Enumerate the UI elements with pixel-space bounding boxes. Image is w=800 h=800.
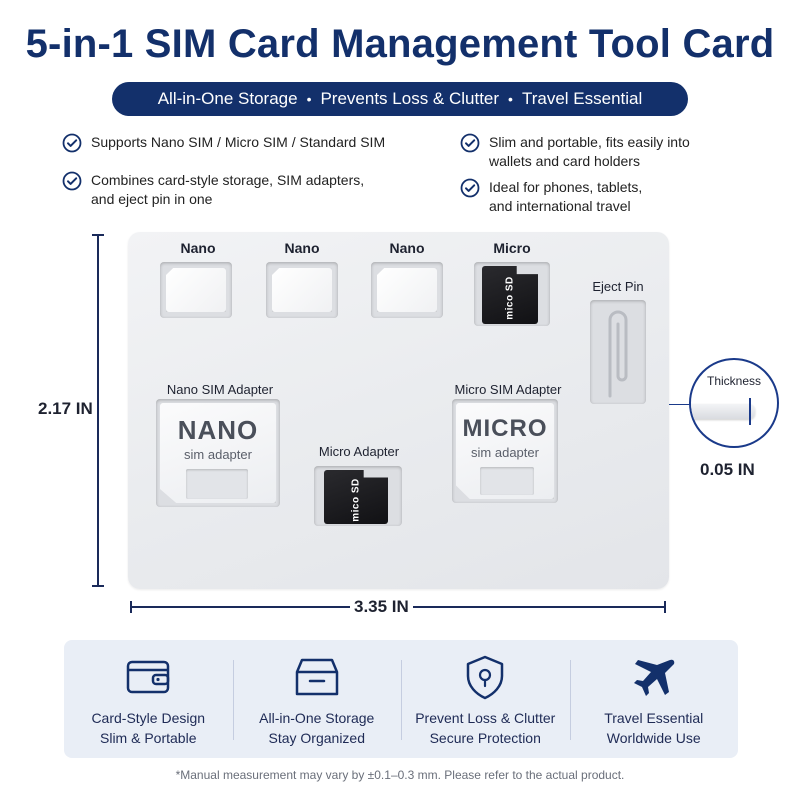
banner-separator: •	[306, 91, 312, 107]
nano-sim-card	[377, 268, 437, 312]
micro-adapter-slot: MICRO sim adapter	[452, 399, 558, 503]
benefit-item: Prevent Loss & Clutter Secure Protection	[401, 640, 570, 758]
eject-pin-slot	[590, 300, 646, 404]
thickness-leader-line	[669, 404, 691, 405]
benefit-title: Travel Essential	[604, 710, 704, 726]
benefit-title: All-in-One Storage	[259, 710, 375, 726]
adapter-title-nano: NANO	[177, 415, 259, 445]
micro-sd-text: mico SD	[504, 276, 516, 321]
benefit-title: Prevent Loss & Clutter	[415, 710, 556, 726]
feature-item: Ideal for phones, tablets, and internati…	[460, 178, 642, 216]
feature-text: Ideal for phones, tablets, and internati…	[489, 179, 643, 214]
page-title: 5-in-1 SIM Card Management Tool Card	[25, 22, 775, 66]
slot-label-nano: Nano	[389, 240, 425, 256]
width-dimension-label: 3.35 IN	[350, 597, 413, 617]
measurement-note: *Manual measurement may vary by ±0.1–0.3…	[175, 768, 625, 782]
thickness-callout: Thickness	[689, 358, 779, 448]
slot-label-micro-adapter: Micro Adapter	[318, 444, 400, 459]
height-dimension-line	[92, 234, 104, 587]
check-circle-icon	[460, 133, 480, 153]
adapter-window	[186, 469, 248, 499]
banner-item: Travel Essential	[521, 89, 643, 108]
benefit-subtitle: Slim & Portable	[100, 730, 197, 746]
height-dimension-label: 2.17 IN	[34, 399, 97, 419]
micro-sd-card: mico SD	[324, 470, 388, 524]
feature-banner: All-in-One Storage • Prevents Loss & Clu…	[112, 82, 688, 116]
slot-label-micro: Micro	[493, 240, 531, 256]
benefit-subtitle: Secure Protection	[429, 730, 541, 746]
card-edge-detail	[691, 404, 755, 419]
feature-item: Slim and portable, fits easily into wall…	[460, 133, 690, 171]
micro-sd-card: mico SD	[482, 266, 538, 324]
benefit-title: Card-Style Design	[91, 710, 206, 726]
feature-item: Supports Nano SIM / Micro SIM / Standard…	[62, 133, 385, 153]
check-circle-icon	[62, 133, 82, 153]
feature-text: Combines card-style storage, SIM adapter…	[91, 172, 365, 207]
micro-adapter-slot: mico SD	[314, 466, 402, 526]
check-circle-icon	[62, 171, 82, 191]
nano-sim-adapter: NANO sim adapter	[160, 403, 276, 503]
benefit-item: All-in-One Storage Stay Organized	[232, 640, 402, 758]
feature-text: Slim and portable, fits easily into wall…	[489, 134, 690, 169]
banner-separator: •	[508, 91, 513, 107]
adapter-subtitle: sim adapter	[471, 445, 539, 460]
nano-sim-slot	[160, 262, 232, 318]
micro-sd-slot: mico SD	[474, 262, 550, 326]
adapter-window	[480, 467, 534, 495]
micro-sim-adapter: MICRO sim adapter	[456, 403, 554, 499]
slot-label-nano: Nano	[284, 240, 320, 256]
slot-label-nano: Nano	[180, 240, 216, 256]
micro-sd-text: mico SD	[350, 478, 362, 522]
storage-box-icon	[295, 658, 338, 696]
benefit-item: Travel Essential Worldwide Use	[569, 640, 739, 758]
feature-text: Supports Nano SIM / Micro SIM / Standard…	[91, 134, 386, 150]
shield-icon	[467, 655, 504, 700]
sim-tool-card: Nano Nano Nano Micro mico SD Eject Pin N…	[128, 232, 669, 589]
slot-label-eject-pin: Eject Pin	[592, 279, 644, 294]
feature-item: Combines card-style storage, SIM adapter…	[62, 171, 364, 209]
eject-pin-icon	[608, 310, 628, 398]
banner-item: Prevents Loss & Clutter	[320, 89, 500, 108]
airplane-icon	[633, 659, 675, 696]
slot-label-micro-sim-adapter: Micro SIM Adapter	[454, 382, 562, 397]
thickness-arrow	[749, 398, 751, 425]
nano-sim-slot	[371, 262, 443, 318]
benefits-panel: Card-Style Design Slim & Portable All-in…	[64, 640, 738, 758]
check-circle-icon	[460, 178, 480, 198]
nano-adapter-slot: NANO sim adapter	[156, 399, 280, 507]
adapter-title-micro: MICRO	[462, 415, 548, 442]
benefit-subtitle: Stay Organized	[268, 730, 366, 746]
thickness-value: 0.05 IN	[700, 460, 755, 480]
adapter-subtitle: sim adapter	[184, 447, 252, 462]
nano-sim-card	[166, 268, 226, 312]
thickness-label: Thickness	[706, 374, 762, 388]
benefit-subtitle: Worldwide Use	[606, 730, 701, 746]
wallet-icon	[127, 660, 170, 694]
nano-sim-slot	[266, 262, 338, 318]
banner-item: All-in-One Storage	[157, 89, 298, 108]
nano-sim-card	[272, 268, 332, 312]
benefit-item: Card-Style Design Slim & Portable	[64, 640, 233, 758]
slot-label-nano-adapter: Nano SIM Adapter	[166, 382, 274, 397]
